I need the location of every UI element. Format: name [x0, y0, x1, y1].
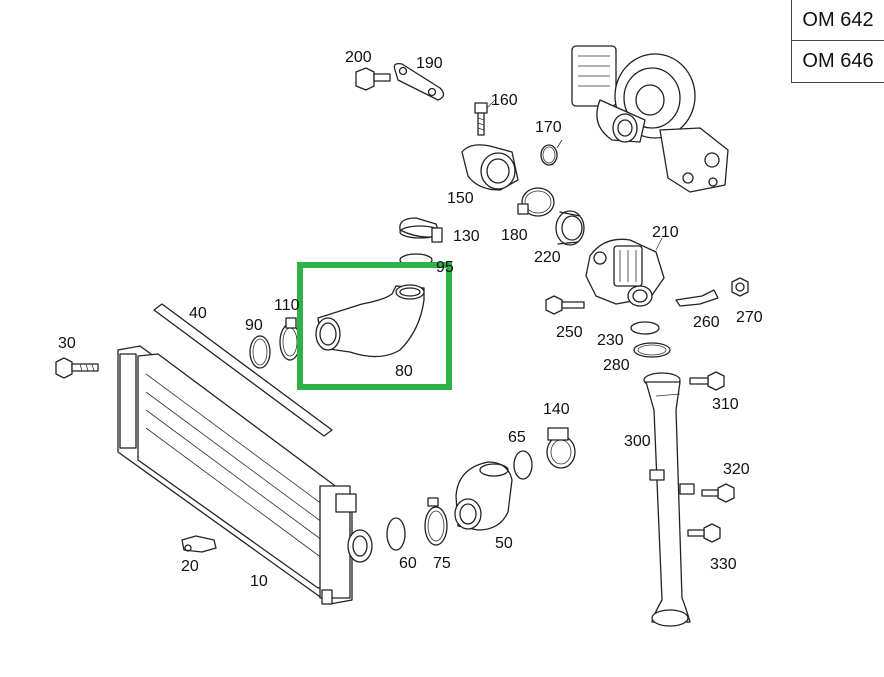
part-150-hose[interactable]: [461, 144, 519, 191]
label-210: 210: [652, 224, 679, 241]
part-20-bracket[interactable]: [181, 535, 217, 553]
part-170-oring[interactable]: [540, 144, 558, 166]
label-30: 30: [58, 335, 76, 352]
label-330: 330: [710, 556, 737, 573]
part-180-clamp[interactable]: [517, 187, 555, 217]
part-75-clamp[interactable]: [424, 497, 448, 546]
part-320-bolt[interactable]: [701, 483, 735, 503]
part-40-strip[interactable]: [153, 303, 333, 437]
part-130-clamp[interactable]: [399, 217, 443, 243]
label-90: 90: [245, 317, 263, 334]
label-60: 60: [399, 555, 417, 572]
label-50: 50: [495, 535, 513, 552]
label-40: 40: [189, 305, 207, 322]
label-160: 160: [491, 92, 518, 109]
part-140-clamp[interactable]: [546, 427, 576, 469]
turbocharger-drawing[interactable]: [571, 45, 729, 193]
label-300: 300: [624, 433, 651, 450]
engine-variant-table: OM 642 OM 646: [791, 0, 884, 83]
part-190-bracket[interactable]: [393, 62, 445, 101]
part-number-labels: 200 190 160 170 150 130 180 220 210 95 4…: [58, 49, 763, 590]
part-30-bolt[interactable]: [55, 357, 99, 379]
label-75: 75: [433, 555, 451, 572]
part-65-ring[interactable]: [513, 450, 533, 480]
part-90-ring[interactable]: [249, 335, 271, 369]
label-180: 180: [501, 227, 528, 244]
label-20: 20: [181, 558, 199, 575]
part-310-bolt[interactable]: [689, 371, 725, 391]
label-280: 280: [603, 357, 630, 374]
label-150: 150: [447, 190, 474, 207]
label-310: 310: [712, 396, 739, 413]
part-260-bracket[interactable]: [675, 289, 719, 307]
label-190: 190: [416, 55, 443, 72]
label-140: 140: [543, 401, 570, 418]
part-250-bolt[interactable]: [545, 295, 585, 315]
label-10: 10: [250, 573, 268, 590]
part-160-bolt[interactable]: [474, 102, 488, 136]
engine-variant-om646[interactable]: OM 646: [792, 40, 884, 81]
label-80: 80: [395, 363, 413, 380]
label-230: 230: [597, 332, 624, 349]
label-110: 110: [274, 297, 300, 314]
part-80-hose[interactable]: [315, 284, 425, 358]
label-130: 130: [453, 228, 480, 245]
label-260: 260: [693, 314, 720, 331]
label-65: 65: [508, 429, 526, 446]
part-50-hose[interactable]: [454, 461, 513, 531]
label-250: 250: [556, 324, 583, 341]
label-320: 320: [723, 461, 750, 478]
highlight-frame: [297, 262, 452, 390]
part-60-ring[interactable]: [386, 517, 406, 551]
engine-variant-om642[interactable]: OM 642: [802, 9, 874, 31]
part-280-clamp[interactable]: [633, 342, 671, 358]
label-270: 270: [736, 309, 763, 326]
part-230-ring[interactable]: [630, 321, 660, 335]
part-300-pipe[interactable]: [643, 372, 695, 627]
label-200: 200: [345, 49, 372, 66]
part-220-sleeve[interactable]: [555, 210, 585, 246]
part-200-bolt[interactable]: [355, 67, 391, 91]
part-10-intercooler[interactable]: [117, 345, 373, 605]
label-170: 170: [535, 119, 562, 136]
label-95: 95: [436, 259, 454, 276]
label-220: 220: [534, 249, 561, 266]
part-270-bolt[interactable]: [731, 277, 749, 297]
part-210-housing[interactable]: [585, 238, 665, 307]
part-330-bolt[interactable]: [687, 523, 721, 543]
